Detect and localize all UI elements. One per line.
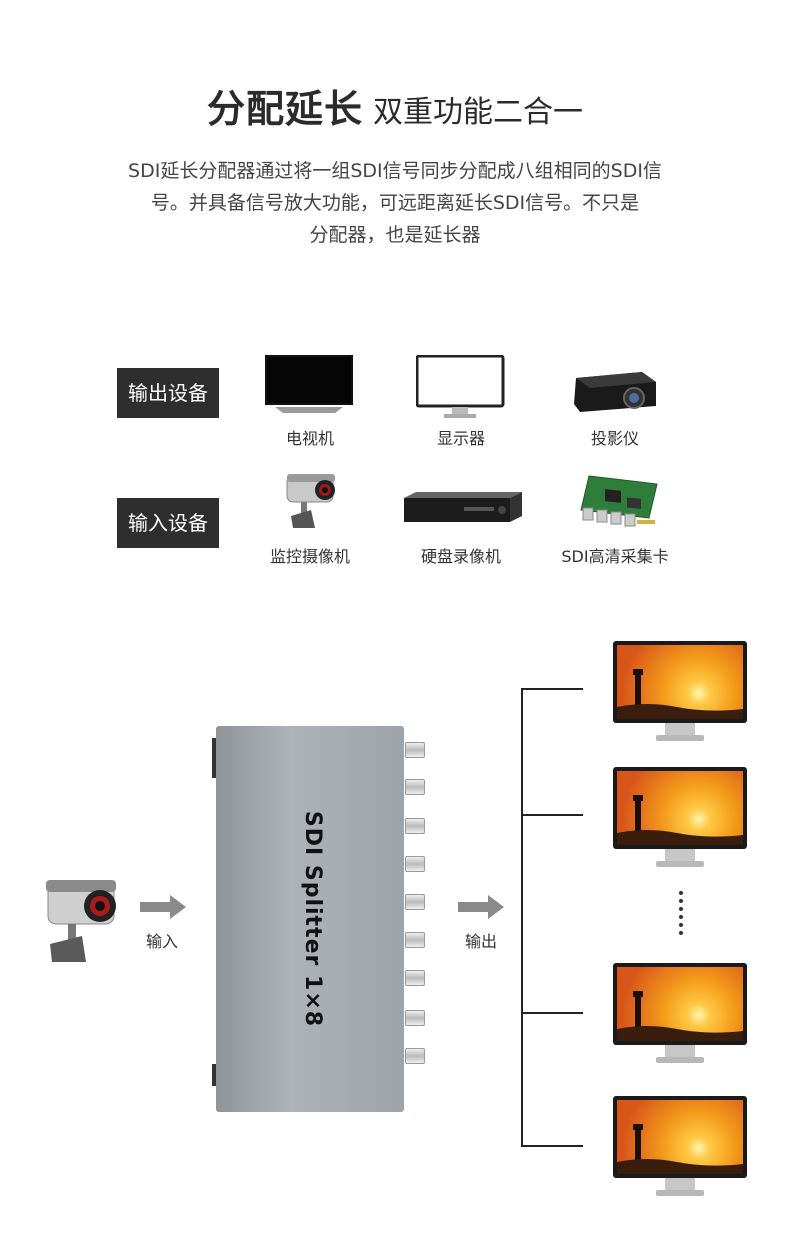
distribution-line: [521, 688, 583, 690]
bnc-connector: [405, 1048, 425, 1064]
distribution-line: [521, 814, 583, 816]
box-side-port: [212, 738, 218, 778]
output-devices-tag: 输出设备: [117, 368, 219, 418]
device-label-projector: 投影仪: [590, 429, 639, 448]
bnc-connector: [405, 1010, 425, 1026]
splitter-device: [216, 726, 404, 1112]
device-label-dvr: 硬盘录像机: [420, 547, 501, 566]
device-label-monitor: 显示器: [436, 429, 485, 448]
description-line: 号。并具备信号放大功能，可远距离延长SDI信号。不只是: [150, 192, 640, 214]
bnc-connector: [405, 970, 425, 986]
device-label-tv: 电视机: [285, 429, 334, 448]
box-side-port: [212, 1064, 218, 1086]
output-monitor: [613, 641, 747, 745]
output-monitor: [613, 767, 747, 871]
capture-card-icon: [575, 470, 659, 536]
camera-icon: [283, 470, 339, 534]
description-line: SDI延长分配器通过将一组SDI信号同步分配成八组相同的SDI信: [128, 160, 662, 182]
description-line: 分配器，也是延长器: [309, 224, 481, 246]
tv-icon: [265, 355, 353, 419]
bnc-connector: [405, 894, 425, 910]
page-title: 分配延长双重功能二合一: [0, 78, 790, 133]
sunset-image: [617, 1100, 743, 1174]
description: SDI延长分配器通过将一组SDI信号同步分配成八组相同的SDI信 号。并具备信号…: [85, 155, 705, 251]
output-monitor: [613, 1096, 747, 1200]
bnc-connector: [405, 742, 425, 758]
sunset-image: [617, 771, 743, 845]
bnc-connector: [405, 932, 425, 948]
bnc-connector: [405, 856, 425, 872]
distribution-line: [521, 688, 523, 1147]
splitter-label-container: SDI Splitter 1×8: [218, 726, 406, 1112]
splitter-label: SDI Splitter 1×8: [300, 810, 325, 1028]
output-monitor: [613, 963, 747, 1067]
device-label-camera: 监控摄像机: [269, 547, 350, 566]
sunset-image: [617, 967, 743, 1041]
title-main: 分配延长: [206, 87, 363, 131]
more-monitors-dots: [678, 890, 684, 940]
device-label-capture-card: SDI高清采集卡: [561, 547, 669, 566]
bnc-connector: [405, 818, 425, 834]
input-devices-tag: 输入设备: [117, 498, 219, 548]
input-camera-icon: [42, 876, 122, 970]
input-label: 输入: [146, 932, 179, 951]
bnc-connector: [405, 779, 425, 795]
dvr-icon: [404, 492, 522, 528]
monitor-icon: [415, 354, 506, 425]
projector-icon: [572, 362, 658, 422]
input-arrow-icon: [140, 895, 188, 923]
title-sub: 双重功能二合一: [373, 95, 583, 130]
sunset-image: [617, 645, 743, 719]
output-label: 输出: [465, 932, 498, 951]
output-arrow-icon: [458, 895, 506, 923]
distribution-line: [521, 1145, 583, 1147]
distribution-line: [521, 1012, 583, 1014]
